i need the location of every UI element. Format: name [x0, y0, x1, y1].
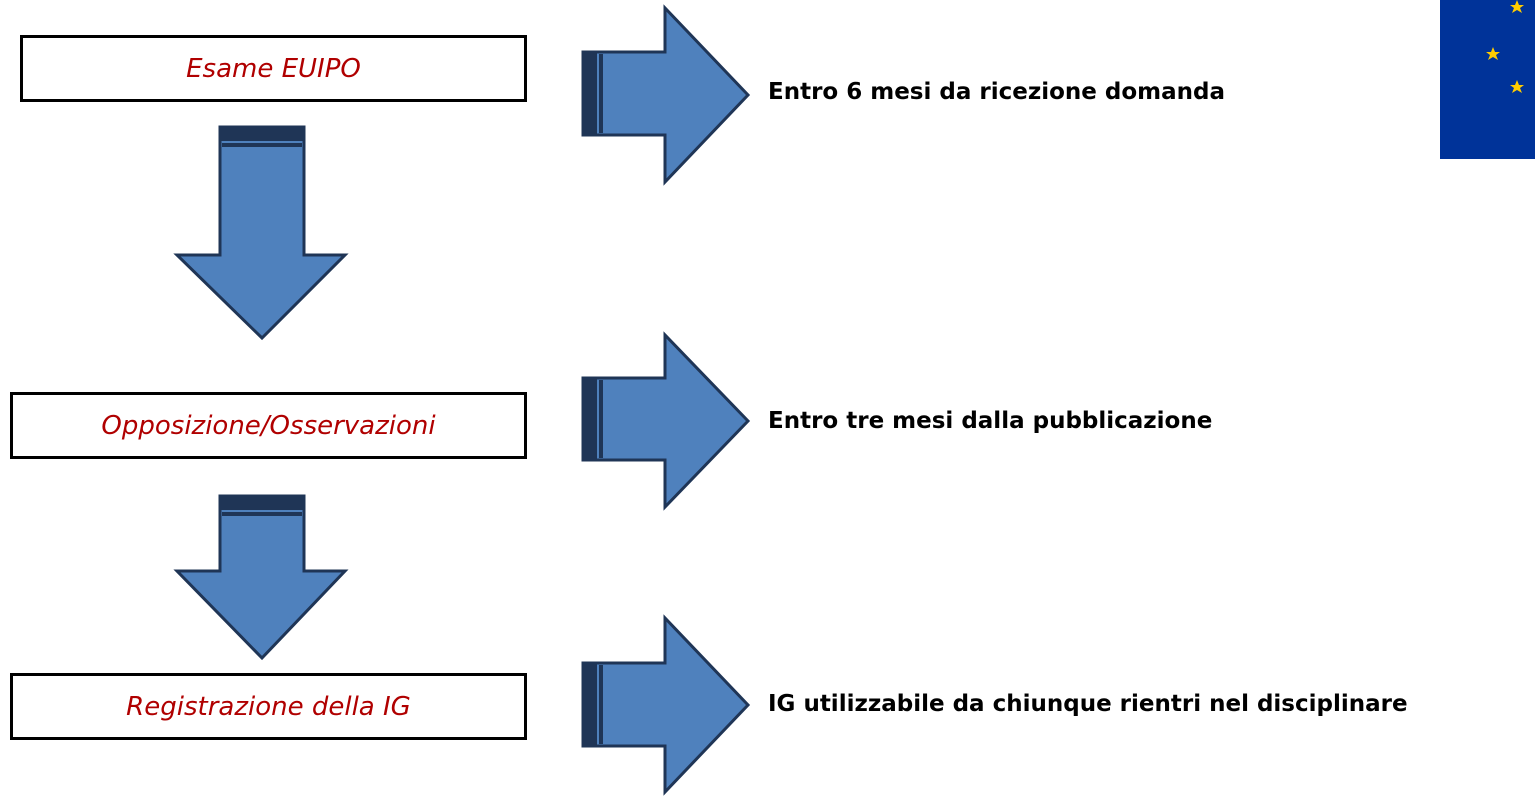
down-arrow-icon — [173, 125, 349, 341]
step-label-opposizione: Opposizione/Osservazioni — [101, 410, 436, 441]
right-arrow-icon — [581, 4, 751, 186]
step-label-registrazione: Registrazione della IG — [126, 691, 411, 722]
step-box-esame-euipo: Esame EUIPO — [20, 35, 527, 102]
step-label-esame-euipo: Esame EUIPO — [186, 53, 361, 84]
right-arrow-icon — [581, 614, 751, 796]
step-box-registrazione: Registrazione della IG — [10, 673, 527, 740]
note-esame: Entro 6 mesi da ricezione domanda — [768, 79, 1226, 105]
note-registrazione: IG utilizzabile da chiunque rientri nel … — [768, 691, 1408, 717]
eu-flag-icon — [1440, 0, 1535, 159]
down-arrow-icon — [173, 494, 349, 661]
right-arrow-icon — [581, 331, 751, 511]
note-opposizione: Entro tre mesi dalla pubblicazione — [768, 408, 1213, 434]
step-box-opposizione: Opposizione/Osservazioni — [10, 392, 527, 459]
